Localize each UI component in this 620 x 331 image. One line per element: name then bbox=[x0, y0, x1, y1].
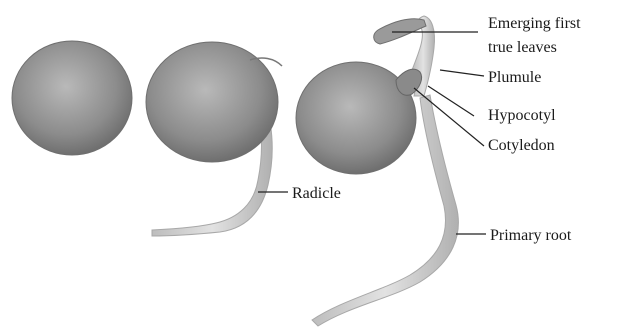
seed-with-radicle bbox=[146, 42, 282, 236]
emerging-leaves-shape bbox=[374, 19, 426, 44]
label-true-leaves: true leaves bbox=[488, 39, 557, 56]
label-primary-root: Primary root bbox=[490, 227, 572, 244]
label-emerging-first: Emerging first bbox=[488, 15, 581, 32]
label-cotyledon: Cotyledon bbox=[488, 137, 555, 154]
leader-plumule bbox=[440, 70, 484, 76]
label-plumule: Plumule bbox=[488, 69, 541, 86]
label-radicle: Radicle bbox=[292, 185, 341, 202]
leader-hypocotyl bbox=[428, 86, 474, 116]
seedling bbox=[296, 16, 458, 326]
label-hypocotyl: Hypocotyl bbox=[488, 107, 556, 124]
seed-ungerminated bbox=[12, 41, 132, 155]
